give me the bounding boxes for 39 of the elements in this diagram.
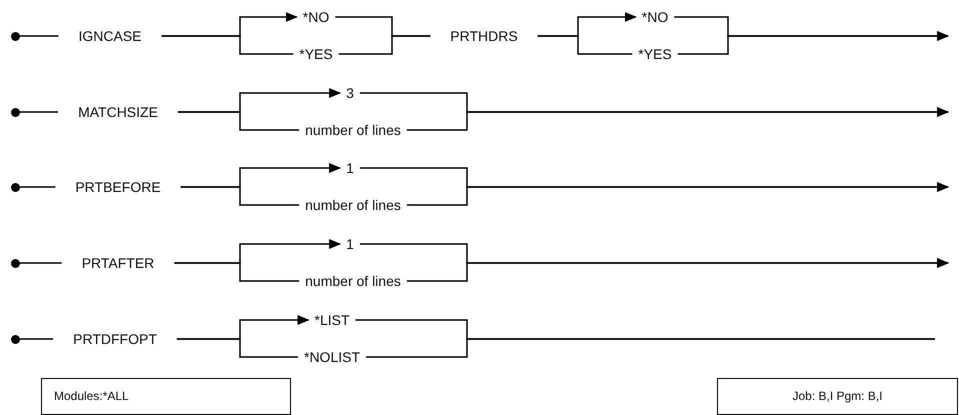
connector-line <box>538 35 632 55</box>
option-text: 3 <box>340 84 360 102</box>
option-text: 1 <box>340 235 360 253</box>
keyword-text: PRTAFTER <box>62 254 174 272</box>
keyword-text: MATCHSIZE <box>58 103 178 121</box>
option-text: *YES <box>632 45 678 63</box>
option-text: *YES <box>293 45 339 63</box>
option-text: number of lines <box>299 272 407 290</box>
connector-line <box>178 111 300 131</box>
connector-line <box>20 338 54 340</box>
note-text: Modules:*ALL <box>54 388 129 405</box>
connector-line <box>174 262 300 282</box>
connector-line <box>678 31 949 55</box>
option-text: number of lines <box>299 196 407 214</box>
connector-line <box>406 107 949 131</box>
connector-line <box>176 338 298 358</box>
keyword-text: IGNCASE <box>58 27 162 45</box>
option-text: *NOLIST <box>298 348 366 366</box>
connector-line <box>20 35 58 37</box>
connector-line <box>162 35 294 55</box>
connector-line <box>406 182 949 206</box>
connector-line <box>20 186 56 188</box>
connector-line <box>180 186 300 206</box>
keyword-text: PRTDFFOPT <box>53 330 177 348</box>
connector-line <box>20 111 58 113</box>
connector-line <box>338 35 430 55</box>
note-text: Job: B,I Pgm: B,I <box>792 388 883 405</box>
connector-line <box>20 262 62 264</box>
note-box <box>717 378 958 415</box>
keyword-text: PRTHDRS <box>430 27 538 45</box>
connector-line <box>406 258 949 282</box>
option-text: 1 <box>340 159 360 177</box>
connector-line <box>366 338 935 358</box>
keyword-text: PRTBEFORE <box>55 178 181 196</box>
option-text: *LIST <box>308 311 356 329</box>
option-text: *NO <box>296 8 336 26</box>
option-text: *NO <box>636 8 674 26</box>
option-text: number of lines <box>299 121 407 139</box>
note-box <box>41 378 291 415</box>
